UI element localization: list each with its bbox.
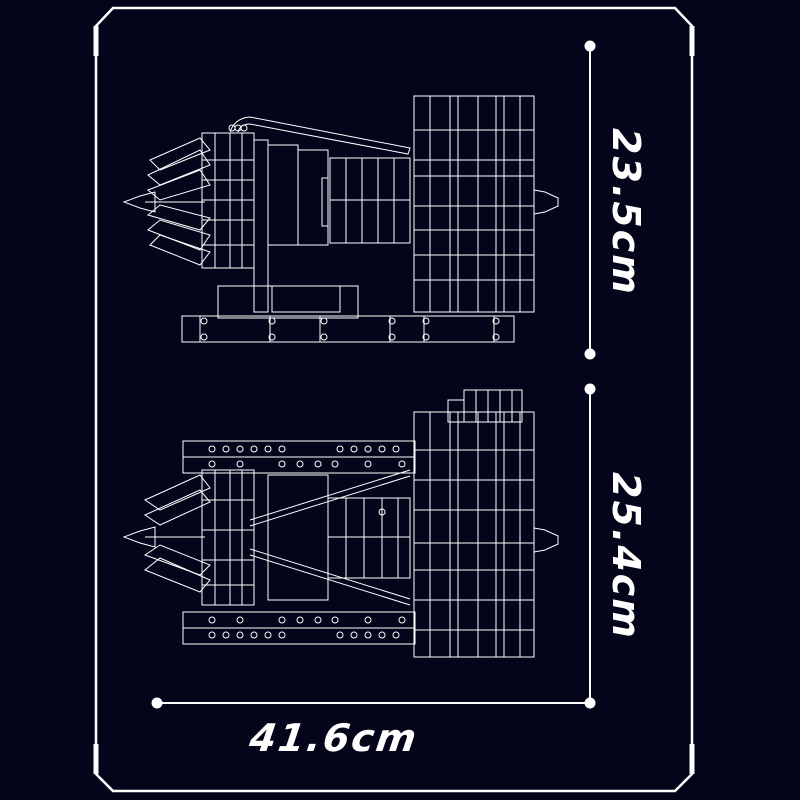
engine-top-view [122,389,559,658]
width-dimension-label: 41.6cm [246,716,421,760]
frame [93,6,695,793]
top-height-dimension-label: 25.4cm [604,472,648,640]
engine-side-view [122,95,559,343]
side-height-dimension: 23.5cm [604,128,648,296]
top-height-dimension: 25.4cm [604,472,648,640]
side-height-dimension-label: 23.5cm [604,128,648,296]
dimension-lines [151,40,596,709]
rail-studs [208,445,406,639]
